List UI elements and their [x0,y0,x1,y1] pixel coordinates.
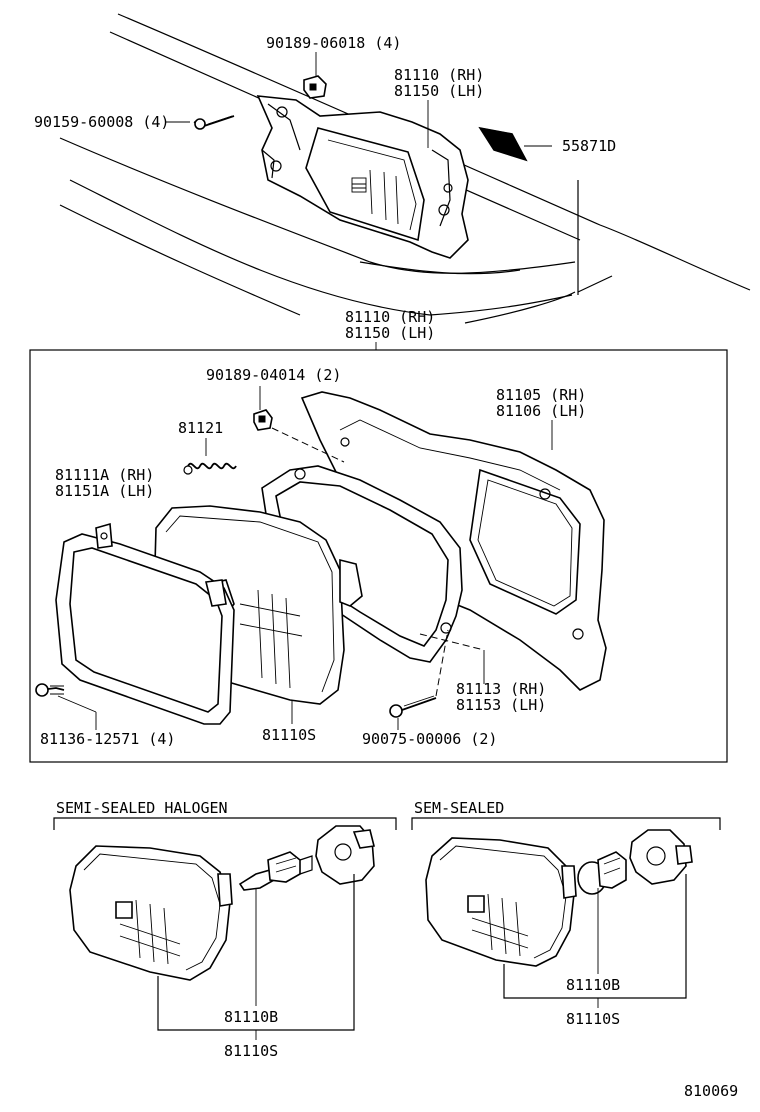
box-clip-label: 90189-04014 (2) [206,366,341,384]
mounted-headlamp-icon [256,95,469,259]
halogen-lamp-unit-icon [69,845,233,981]
box-housing-lh-label: 81106 (LH) [496,402,586,420]
box-unit-label: 81110S [262,726,316,744]
top-screw-icon [193,115,235,130]
box-header-lh-label: 81150 (LH) [345,324,435,342]
retaining-rim-icon [55,522,235,725]
box-rim-lh-label: 81151A (LH) [55,482,154,500]
variant-left-bulb-label: 81110B [224,1008,278,1026]
box-clip-icon [253,409,273,431]
top-headlamp-rh-label: 81110 (RH) [394,66,484,84]
diagram-number: 810069 [684,1082,738,1100]
variant-right-unit-label: 81110S [566,1010,620,1028]
halogen-socket-icon [315,825,375,885]
box-bracket-rh-label: 81113 (RH) [456,680,546,698]
exploded-box-frame [29,349,728,763]
adjust-spring-icon [183,462,237,475]
halogen-bulb-icon [238,851,313,891]
box-header-rh-label: 81110 (RH) [345,308,435,326]
top-cushion-label: 55871D [562,137,616,155]
top-screw-label: 90159-60008 (4) [34,113,169,131]
variant-left-unit-label: 81110S [224,1042,278,1060]
vehicle-body-outline [59,13,751,324]
box-housing-rh-label: 81105 (RH) [496,386,586,404]
adjust-screw-icon [389,695,437,718]
box-rim-rh-label: 81111A (RH) [55,466,154,484]
variant-right-title: SEM-SEALED [414,799,504,817]
box-adjust-screw-label: 90075-00006 (2) [362,730,497,748]
variant-right-bulb-label: 81110B [566,976,620,994]
top-clip-icon [303,75,327,99]
cushion-block-icon [478,126,528,162]
box-bracket-lh-label: 81153 (LH) [456,696,546,714]
box-rim-screw-label: 81136-12571 (4) [40,730,175,748]
semi-sealed-socket-icon [629,829,693,885]
top-headlamp-lh-label: 81150 (LH) [394,82,484,100]
variant-left-title: SEMI-SEALED HALOGEN [56,799,228,817]
top-clip-label: 90189-06018 (4) [266,34,401,52]
rim-screw-icon [35,683,65,697]
bracket-frame-icon [261,465,463,663]
semi-sealed-lamp-unit-icon [425,837,577,967]
box-spring-label: 81121 [178,419,223,437]
round-bulb-icon [577,851,627,895]
